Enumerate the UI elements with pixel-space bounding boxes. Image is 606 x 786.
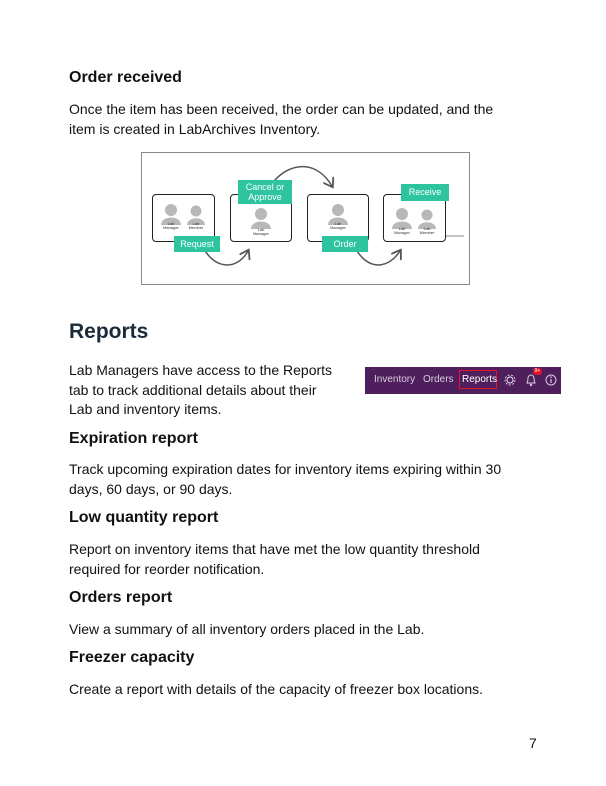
bell-icon[interactable] xyxy=(525,374,537,387)
order-received-line2: item is created in LabArchives Inventory… xyxy=(69,120,321,137)
reports-intro-line3: Lab and inventory items. xyxy=(69,401,222,417)
section-heading-expiration: Expiration report xyxy=(69,430,198,447)
lab-manager-person-icon xyxy=(251,208,271,229)
reports-intro-line1: Lab Managers have access to the Reports xyxy=(69,362,333,378)
order-received-line1: Once the item has been received, the ord… xyxy=(69,101,494,117)
expiration-line2: days, 60 days, or 90 days. xyxy=(69,480,233,497)
page-number: 7 xyxy=(529,735,537,751)
section-heading-freezer: Freezer capacity xyxy=(69,649,195,666)
freezer-line1: Create a report with details of the capa… xyxy=(69,681,483,697)
tag-request: Request xyxy=(174,236,220,252)
tag-order: Order xyxy=(322,236,368,252)
lab-manager-person-icon xyxy=(328,204,348,225)
nav-tab-reports[interactable]: Reports xyxy=(462,374,498,385)
nav-tab-inventory[interactable]: Inventory xyxy=(374,374,416,385)
section-heading-order-received: Order received xyxy=(69,69,182,86)
low-quantity-line2: required for reorder notification. xyxy=(69,560,265,577)
section-heading-reports: Reports xyxy=(69,320,149,343)
arrow-approve xyxy=(273,165,332,186)
lab-member-person-icon xyxy=(187,205,205,225)
section-heading-orders-report: Orders report xyxy=(69,589,173,606)
orders-report-line1: View a summary of all inventory orders p… xyxy=(69,621,425,637)
low-quantity-line1: Report on inventory items that have met … xyxy=(69,541,480,557)
info-icon[interactable] xyxy=(545,374,557,386)
lab-member-person-icon xyxy=(418,209,436,229)
lab-manager-person-icon xyxy=(392,208,412,229)
expiration-line1: Track upcoming expiration dates for inve… xyxy=(69,461,502,477)
gear-icon[interactable] xyxy=(504,374,516,386)
reports-intro-line2: tab to track additional details about th… xyxy=(69,381,317,398)
section-heading-low-quantity: Low quantity report xyxy=(69,509,219,526)
reports-highlight-box xyxy=(459,370,497,389)
nav-tab-orders[interactable]: Orders xyxy=(423,374,454,385)
lab-manager-person-icon xyxy=(161,204,181,225)
tag-receive: Receive xyxy=(401,184,449,201)
navbar-screenshot: Inventory Orders Reports 9+ xyxy=(365,367,561,394)
notification-badge: 9+ xyxy=(533,368,542,375)
